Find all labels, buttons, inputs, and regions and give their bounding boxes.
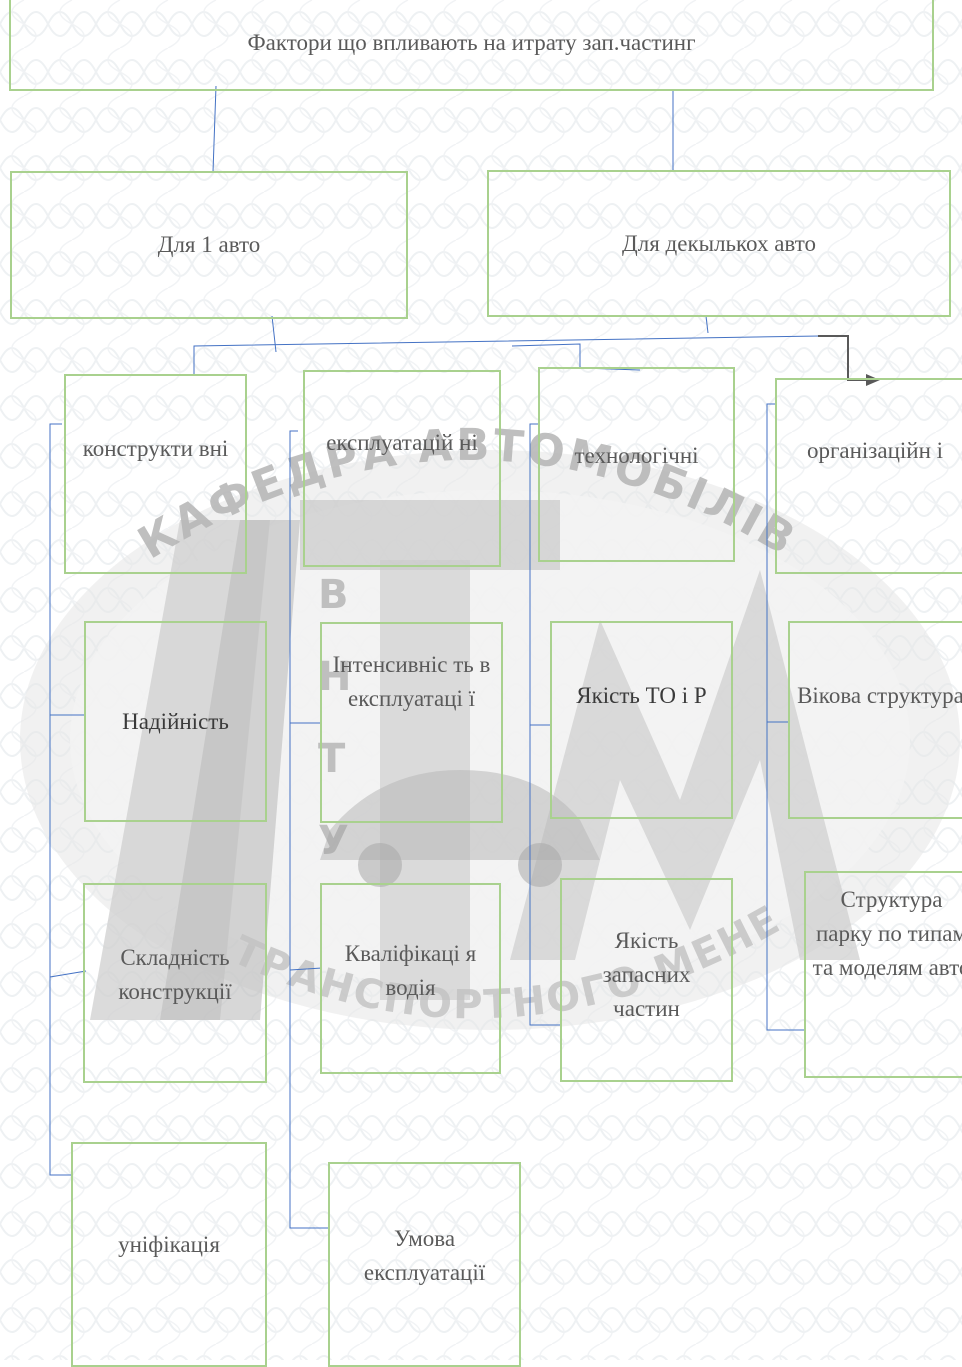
factor-spare-parts-quality: Якість запасних частин [560,878,733,1082]
factor-usage-intensity-label: Інтенсивніс ть в експлуатаці ї [328,648,495,716]
root-node: Фактори що впливають на итрату зап.части… [9,0,934,91]
factor-unification-label: уніфікація [118,1228,220,1262]
factor-reliability-label: Надійність [122,705,229,739]
factor-operating-conditions: Умова експлуатації [328,1162,521,1367]
factor-usage-intensity: Інтенсивніс ть в експлуатаці ї [320,622,503,823]
category-operational: експлуатацій ні [303,370,501,567]
factor-unification: уніфікація [71,1142,267,1367]
category-constructive-label: конструкти вні [83,432,229,466]
root-node-label: Фактори що впливають на итрату зап.части… [247,26,695,60]
factor-design-complexity-label: Складність конструкції [91,941,259,1009]
category-technological-label: технологічні [574,439,698,473]
factor-fleet-structure: Структура парку по типам та моделям авто [804,871,962,1078]
category-organizational: організаційн і [775,378,962,574]
watermark-letter-4: У [318,818,349,864]
factor-maintenance-quality-label: Якість ТО і Р [576,679,706,713]
node-multiple-cars: Для декылькох авто [487,170,951,317]
factor-driver-qualification: Кваліфікаці я водія [320,883,501,1074]
factor-age-structure: Вікова структура [788,621,962,819]
category-operational-label: експлуатацій ні [326,426,478,460]
factor-maintenance-quality: Якість ТО і Р [550,621,733,819]
factor-age-structure-label: Вікова структура [797,679,962,713]
watermark-letter-1: В [318,572,349,618]
node-single-car: Для 1 авто [10,171,408,319]
factor-spare-parts-quality-label: Якість запасних частин [568,924,725,1026]
category-constructive: конструкти вні [64,374,247,574]
factor-operating-conditions-label: Умова експлуатації [336,1222,513,1290]
node-single-car-label: Для 1 авто [158,228,261,262]
factor-design-complexity: Складність конструкції [83,883,267,1083]
factor-driver-qualification-label: Кваліфікаці я водія [328,937,493,1005]
category-organizational-label: організаційн і [807,434,943,468]
node-multiple-cars-label: Для декылькох авто [622,227,816,261]
factor-fleet-structure-label: Структура парку по типам та моделям авто [812,883,962,985]
category-technological: технологічні [538,367,735,562]
factor-reliability: Надійність [84,621,267,822]
